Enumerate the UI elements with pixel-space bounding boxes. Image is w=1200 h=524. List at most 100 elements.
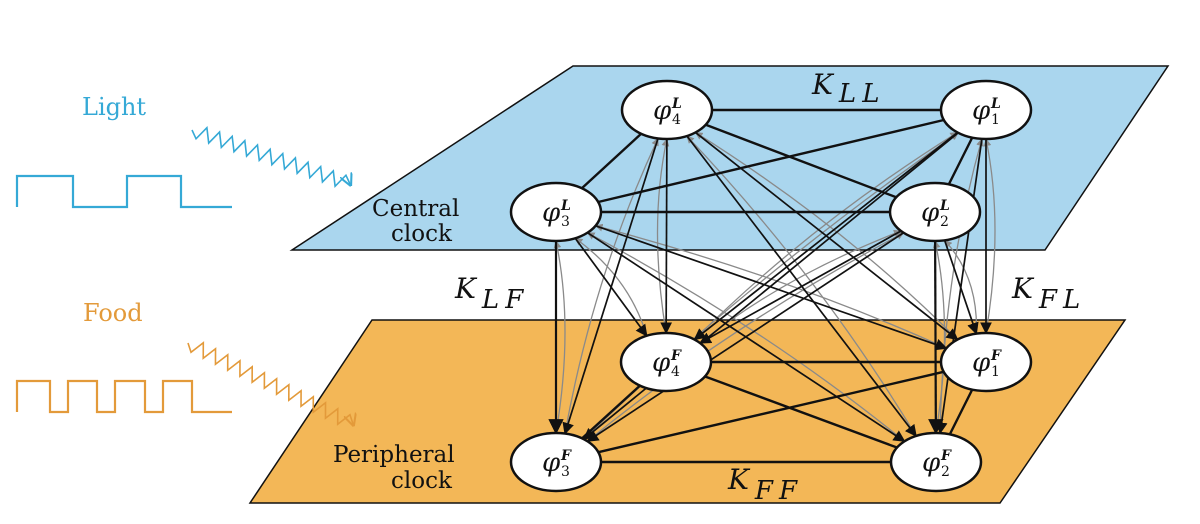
node-phi-l3: φ L 3 xyxy=(509,181,603,243)
arrow-faint-f1-l4 xyxy=(694,131,959,340)
svg-text:F: F xyxy=(940,448,952,464)
svg-text:3: 3 xyxy=(561,214,570,230)
edge-l3-l1 xyxy=(597,118,945,204)
arrow-l3-f2 xyxy=(587,232,906,442)
arrow-l4-f2 xyxy=(686,135,917,437)
arrow-faint-f4-l1 xyxy=(694,131,959,341)
svg-text:φ: φ xyxy=(921,198,940,228)
node-f2-sub: 2 xyxy=(941,464,950,480)
node-l4-sup: L xyxy=(671,96,682,112)
node-f4-sub: 4 xyxy=(671,364,680,380)
coupling-ff-sub: FF xyxy=(754,476,803,506)
svg-text:4: 4 xyxy=(672,112,681,128)
svg-text:4: 4 xyxy=(671,364,680,380)
node-f1-sup: F xyxy=(990,348,1002,364)
svg-text:φ: φ xyxy=(653,96,672,126)
node-l4-symbol: φ xyxy=(653,96,672,126)
food-label: Food xyxy=(83,299,143,327)
food-square-wave xyxy=(15,379,232,414)
node-phi-l2: φ L 2 xyxy=(888,181,982,243)
svg-text:F: F xyxy=(560,448,572,464)
arrow-faint-f3-l4 xyxy=(564,137,659,434)
arrow-faint-f4-l3 xyxy=(574,237,648,336)
node-f3-sup: F xyxy=(560,448,572,464)
svg-text:L: L xyxy=(671,96,682,112)
svg-text:1: 1 xyxy=(991,364,1000,380)
food-wave-arrow xyxy=(187,341,353,425)
peripheral-clock-label-line1: Peripheral xyxy=(333,442,455,468)
arrow-faint-f2-l3 xyxy=(586,232,905,442)
node-phi-f3: φ F 3 xyxy=(509,431,603,493)
coupling-arrows xyxy=(548,108,992,464)
svg-text:2: 2 xyxy=(941,464,950,480)
arrow-faint-f1-l3 xyxy=(594,223,947,349)
coupling-ll-sub: LL xyxy=(838,79,886,109)
node-l1-sub: 1 xyxy=(991,112,1000,128)
svg-text:φ: φ xyxy=(972,96,991,126)
arrow-l3-f1 xyxy=(595,225,948,351)
node-phi-f4: φ F 4 xyxy=(619,331,713,393)
edge-l1-l2 xyxy=(947,137,974,185)
node-phi-l4: φ L 4 xyxy=(620,79,714,141)
node-f1-sub: 1 xyxy=(991,364,1000,380)
node-l2-sub: 2 xyxy=(940,214,949,230)
svg-text:L: L xyxy=(560,198,571,214)
node-l4-sub: 4 xyxy=(672,112,681,128)
node-f1-symbol: φ xyxy=(972,348,991,378)
node-phi-l1: φ L 1 xyxy=(939,79,1033,141)
node-l3-sub: 3 xyxy=(561,214,570,230)
arrow-faint-f3-l2 xyxy=(587,232,905,442)
arrow-l2-f1 xyxy=(943,240,979,335)
svg-text:φ: φ xyxy=(542,448,561,478)
light-wave-arrow xyxy=(191,125,350,187)
coupling-ff-main: K xyxy=(727,463,751,496)
node-f3-symbol: φ xyxy=(542,448,561,478)
node-l2-sup: L xyxy=(939,198,950,214)
coupling-lf-main: K xyxy=(454,272,478,305)
svg-text:φ: φ xyxy=(922,448,941,478)
coupling-fl-sub: FL xyxy=(1038,285,1086,315)
arrow-faint-f2-l2 xyxy=(932,240,946,434)
node-phi-f1: φ F 1 xyxy=(939,331,1033,393)
peripheral-clock-label-line2: clock xyxy=(391,468,453,494)
svg-text:1: 1 xyxy=(991,112,1000,128)
svg-text:φ: φ xyxy=(972,348,991,378)
arrow-faint-f4-l4 xyxy=(656,138,670,334)
coupling-lf-sub: LF xyxy=(481,285,529,315)
coupling-ll-main: K xyxy=(811,68,835,101)
svg-text:φ: φ xyxy=(652,348,671,378)
node-l3-sup: L xyxy=(560,198,571,214)
svg-text:L: L xyxy=(939,198,950,214)
svg-text:F: F xyxy=(990,348,1002,364)
arrow-faint-f3-l3 xyxy=(553,240,566,434)
svg-text:2: 2 xyxy=(940,214,949,230)
edge-f4-f2 xyxy=(704,375,898,449)
edge-f1-f2 xyxy=(948,389,974,435)
arrow-l4-f3 xyxy=(562,138,659,435)
svg-text:L: L xyxy=(990,96,1001,112)
central-clock-label-line1: Central xyxy=(372,196,459,222)
svg-text:φ: φ xyxy=(542,198,561,228)
coupling-fl-main: K xyxy=(1011,272,1035,305)
node-f2-sup: F xyxy=(940,448,952,464)
edge-l4-l3 xyxy=(581,132,642,190)
svg-text:F: F xyxy=(670,348,682,364)
arrow-l4-f1 xyxy=(694,131,959,341)
arrow-faint-f1-l1 xyxy=(983,138,996,334)
node-l3-symbol: φ xyxy=(542,198,561,228)
node-f2-symbol: φ xyxy=(922,448,941,478)
node-l2-symbol: φ xyxy=(921,198,940,228)
node-f4-sup: F xyxy=(670,348,682,364)
node-l1-symbol: φ xyxy=(972,96,991,126)
node-f3-sub: 3 xyxy=(561,464,570,480)
arrow-l2-f4 xyxy=(698,230,902,344)
light-label: Light xyxy=(82,93,146,121)
svg-text:3: 3 xyxy=(561,464,570,480)
arrow-l4-f4 xyxy=(660,138,673,335)
node-f4-symbol: φ xyxy=(652,348,671,378)
